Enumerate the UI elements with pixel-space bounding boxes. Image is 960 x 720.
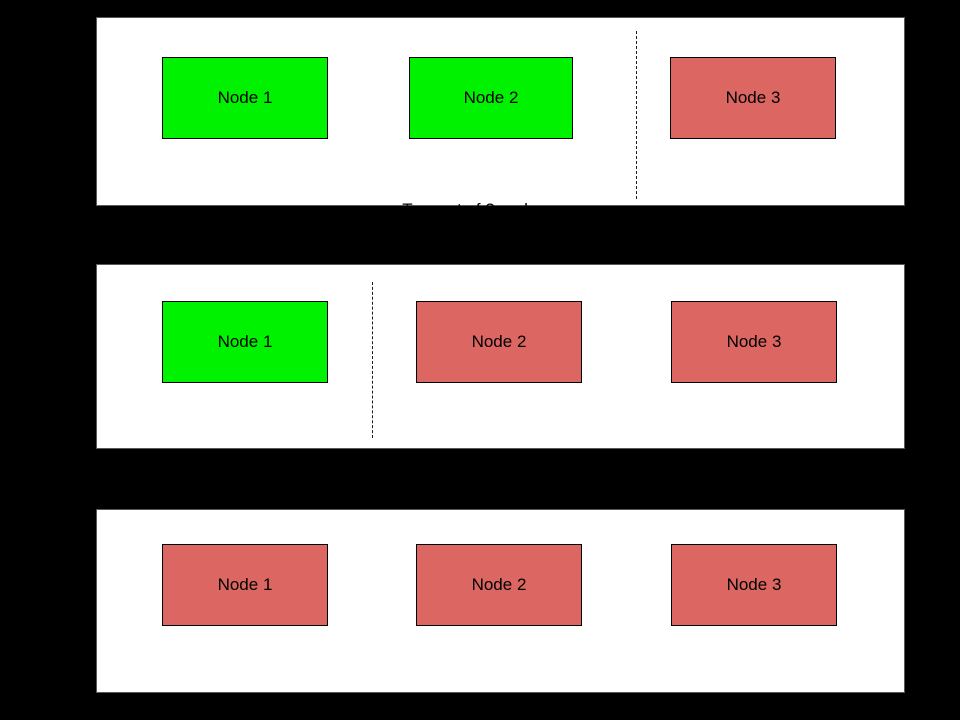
- node-label: Node 3: [726, 575, 782, 594]
- panel-majority-up: Node 1 Node 2 Node 3 Two out of 3 nodes …: [96, 17, 905, 288]
- caption-line-1: Two out of 3 nodes are up: [402, 200, 599, 219]
- node-label: Node 1: [217, 332, 273, 351]
- node-1-box: Node 1: [162, 57, 328, 139]
- panel-all-down: Node 1 Node 2 Node 3 All Nodes are down …: [96, 509, 905, 712]
- node-1-box: Node 1: [162, 544, 328, 626]
- node-2-box: Node 2: [416, 301, 582, 383]
- node-label: Node 1: [217, 575, 273, 594]
- node-1-box: Node 1: [162, 301, 328, 383]
- node-label: Node 3: [725, 88, 781, 107]
- node-3-box: Node 3: [670, 57, 836, 139]
- partition-divider-dashed-line: [372, 282, 373, 438]
- node-label: Node 1: [217, 88, 273, 107]
- caption-line-1: Two out of 3 nodes are down: [391, 450, 610, 469]
- panel-majority-down: Node 1 Node 2 Node 3 Two out of 3 nodes …: [96, 264, 905, 538]
- node-2-box: Node 2: [409, 57, 573, 139]
- partition-divider-dashed-line: [636, 31, 637, 199]
- node-label: Node 2: [463, 88, 519, 107]
- caption-line-1: All Nodes are down: [426, 693, 575, 712]
- node-3-box: Node 3: [671, 301, 837, 383]
- panel-caption: All Nodes are down Majority Fails & Clus…: [97, 645, 904, 720]
- node-label: Node 3: [726, 332, 782, 351]
- node-3-box: Node 3: [671, 544, 837, 626]
- node-2-box: Node 2: [416, 544, 582, 626]
- node-label: Node 2: [471, 332, 527, 351]
- node-label: Node 2: [471, 575, 527, 594]
